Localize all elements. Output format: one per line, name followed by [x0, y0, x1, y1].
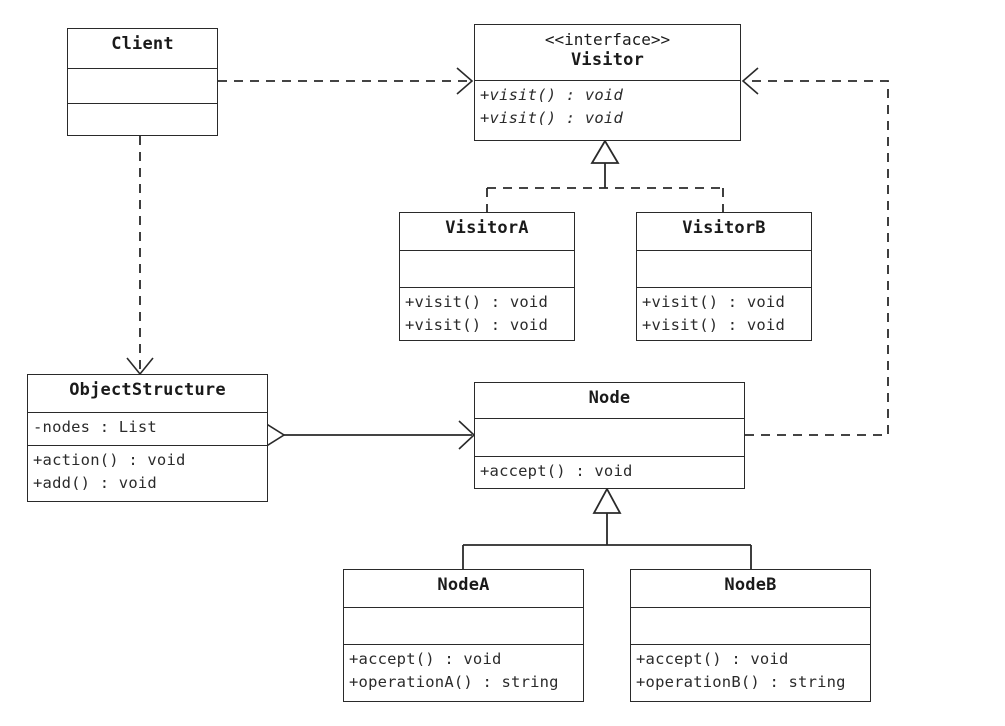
class-name-nodeb: NodeB [724, 575, 777, 595]
class-attributes-node [475, 419, 744, 457]
class-title-visitorb: VisitorB [637, 213, 811, 251]
relationship-nodes-generalization [462, 487, 752, 569]
class-attributes-visitora [400, 251, 574, 288]
class-method: +action() : void [33, 451, 186, 469]
class-stereotype-visitor: <<interface>> [544, 30, 671, 49]
class-title-nodeb: NodeB [631, 570, 870, 608]
class-attribute: -nodes : List [33, 418, 157, 436]
class-title-node: Node [475, 383, 744, 419]
class-box-node[interactable]: Node +accept() : void [474, 382, 745, 489]
class-title-client: Client [68, 29, 217, 69]
class-method: +visit() : void [642, 293, 785, 311]
class-box-nodea[interactable]: NodeA +accept() : void +operationA() : s… [343, 569, 584, 702]
class-title-visitor: <<interface>> Visitor [475, 25, 740, 81]
class-method: +add() : void [33, 473, 157, 492]
class-methods-objectstructure: +action() : void +add() : void [28, 446, 267, 503]
empty-attributes [405, 254, 569, 284]
class-name-node: Node [588, 388, 631, 408]
class-method: +accept() : void [480, 462, 633, 480]
class-methods-visitor: +visit() : void +visit() : void [475, 81, 740, 140]
class-title-objectstructure: ObjectStructure [28, 375, 267, 413]
class-name-client: Client [111, 34, 174, 54]
class-method: +visit() : void [480, 86, 623, 104]
class-methods-nodea: +accept() : void +operationA() : string [344, 645, 583, 703]
class-methods-node: +accept() : void [475, 457, 744, 488]
empty-attributes [349, 611, 578, 641]
class-box-nodeb[interactable]: NodeB +accept() : void +operationB() : s… [630, 569, 871, 702]
class-name-nodea: NodeA [437, 575, 490, 595]
class-name-visitora: VisitorA [445, 218, 529, 238]
class-method: +visit() : void [405, 293, 548, 311]
class-method: +accept() : void [349, 650, 502, 668]
class-method: +visit() : void [405, 315, 548, 334]
class-box-visitorb[interactable]: VisitorB +visit() : void +visit() : void [636, 212, 812, 341]
class-attributes-nodeb [631, 608, 870, 645]
class-methods-visitorb: +visit() : void +visit() : void [637, 288, 811, 342]
class-attributes-objectstructure: -nodes : List [28, 413, 267, 446]
relationship-client-visitor [218, 67, 474, 95]
class-attributes-visitorb [637, 251, 811, 288]
class-method: +accept() : void [636, 650, 789, 668]
class-name-objectstructure: ObjectStructure [69, 380, 226, 400]
class-method: +operationB() : string [636, 672, 846, 691]
class-box-client[interactable]: Client [67, 28, 218, 136]
relationship-node-visitor [741, 67, 889, 436]
class-name-visitor: Visitor [570, 50, 645, 71]
empty-attributes [636, 611, 865, 641]
class-box-objectstructure[interactable]: ObjectStructure -nodes : List +action() … [27, 374, 268, 502]
empty-methods [73, 107, 212, 134]
class-title-visitora: VisitorA [400, 213, 574, 251]
class-method: +operationA() : string [349, 672, 559, 691]
relationship-client-objectstructure [126, 136, 154, 376]
empty-attributes [73, 72, 212, 100]
relationship-visitors-realization [486, 139, 724, 212]
relationship-objectstructure-node [250, 420, 476, 450]
class-title-nodea: NodeA [344, 570, 583, 608]
class-name-visitorb: VisitorB [682, 218, 766, 238]
class-method: +visit() : void [480, 108, 623, 127]
class-attributes-client [68, 69, 217, 104]
class-methods-nodeb: +accept() : void +operationB() : string [631, 645, 870, 703]
class-method: +visit() : void [642, 315, 785, 334]
class-box-visitora[interactable]: VisitorA +visit() : void +visit() : void [399, 212, 575, 341]
class-methods-client [68, 104, 217, 137]
class-attributes-nodea [344, 608, 583, 645]
empty-attributes [480, 422, 739, 453]
class-methods-visitora: +visit() : void +visit() : void [400, 288, 574, 342]
class-box-visitor[interactable]: <<interface>> Visitor +visit() : void +v… [474, 24, 741, 141]
empty-attributes [642, 254, 806, 284]
